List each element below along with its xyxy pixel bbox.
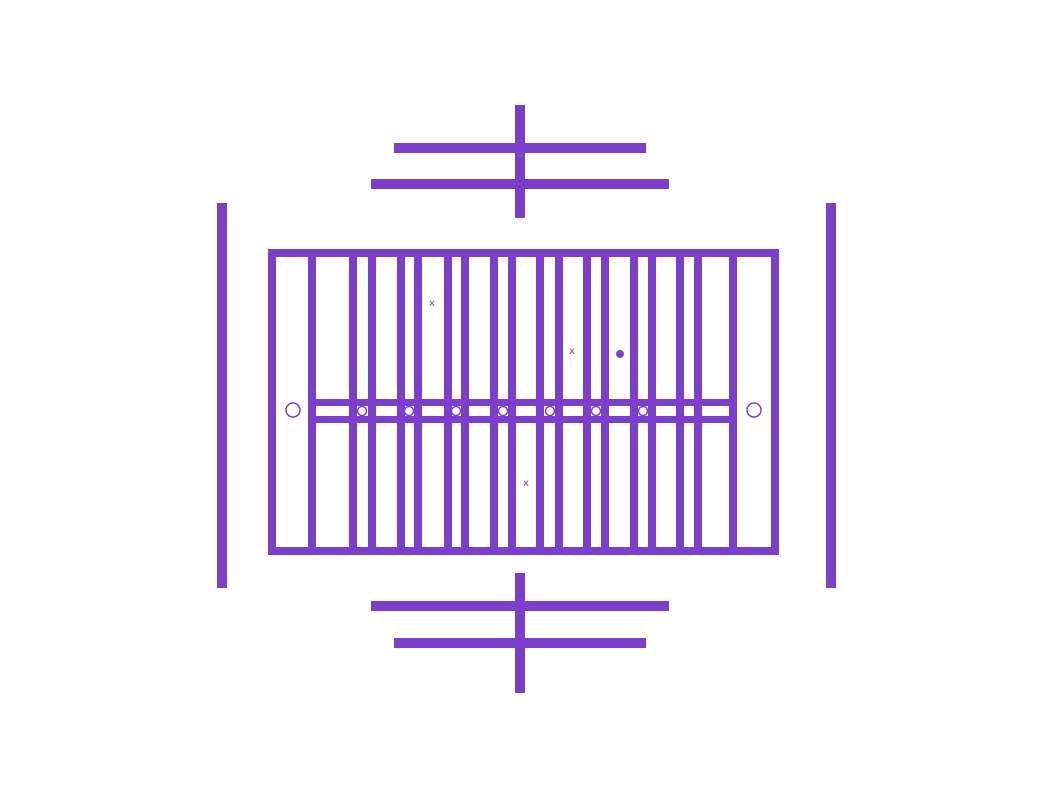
bottom-bracket — [371, 573, 669, 693]
center-row-circle — [450, 405, 462, 417]
top-bracket-short-bar — [394, 143, 646, 153]
annotation-x-label: x — [523, 478, 529, 489]
frame-right — [771, 249, 779, 555]
center-rails — [312, 399, 733, 423]
left-end-circle — [285, 402, 301, 418]
center-row-circle — [590, 405, 602, 417]
left-side-bar — [217, 203, 227, 588]
annotation-x-label: x — [429, 298, 435, 309]
annotation-labels: x x x — [429, 298, 575, 489]
filled-marker-dot — [616, 350, 624, 358]
center-row-circle — [356, 405, 368, 417]
frame-bottom — [268, 547, 779, 555]
bottom-bracket-short-bar — [394, 638, 646, 648]
center-row-circle — [637, 405, 649, 417]
center-rail-top — [312, 399, 733, 406]
top-bracket-stem — [515, 105, 525, 218]
right-end-circle — [746, 402, 762, 418]
top-bracket — [371, 105, 669, 218]
side-bars — [217, 203, 836, 588]
frame-top — [268, 249, 779, 257]
bottom-bracket-long-bar — [371, 601, 669, 611]
field-frame — [268, 249, 779, 555]
bottom-bracket-stem — [515, 573, 525, 693]
center-rail-bottom — [312, 416, 733, 423]
center-row-circle — [544, 405, 556, 417]
right-side-bar — [826, 203, 836, 588]
annotation-x-label: x — [569, 346, 575, 357]
center-row-circle — [403, 405, 415, 417]
top-bracket-long-bar — [371, 179, 669, 189]
center-row-circle — [497, 405, 509, 417]
marker-circles — [285, 350, 762, 418]
frame-left — [268, 249, 276, 555]
